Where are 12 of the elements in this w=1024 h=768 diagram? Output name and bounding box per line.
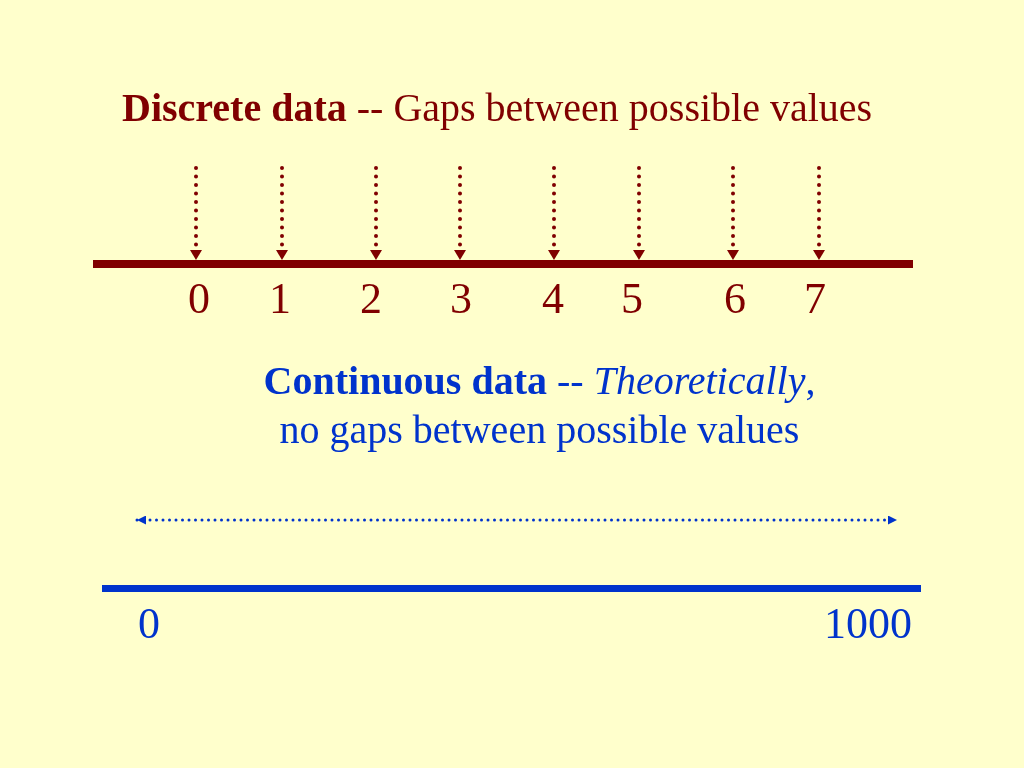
heading-text: Discrete data -- Gaps between possible values	[122, 84, 873, 132]
tick-label: 7	[804, 277, 826, 321]
tick-label: 4	[542, 277, 564, 321]
description-text: Continuous data -- Theoretically, no gaps between possible values	[262, 357, 817, 454]
tick-label: 0	[138, 602, 160, 646]
tick-label: 6	[724, 277, 746, 321]
tick-label: 3	[450, 277, 472, 321]
tick-label: 5	[621, 277, 643, 321]
tick-label: 1000	[824, 602, 912, 646]
tick-label: 2	[360, 277, 382, 321]
tick-label: 1	[269, 277, 291, 321]
tick-label: 0	[188, 277, 210, 321]
